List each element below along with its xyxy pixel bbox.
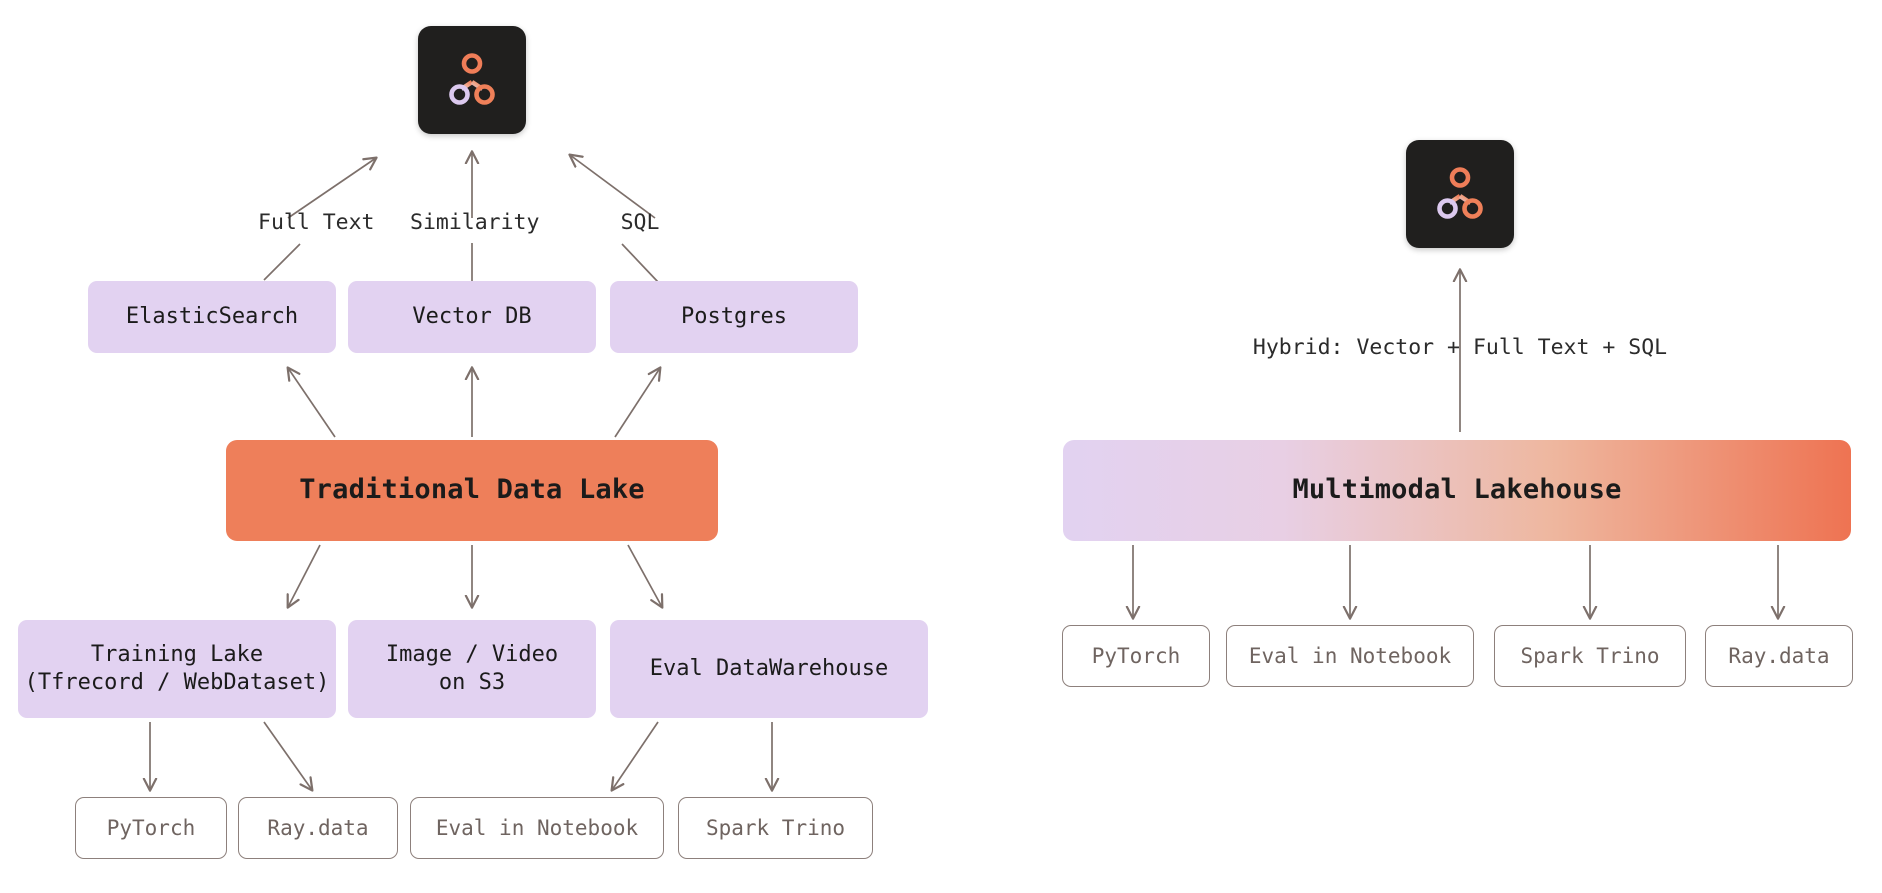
edge-label-hybrid-query: Hybrid: Vector + Full Text + SQL [1252,335,1668,360]
edge-traininglake-to-raydata [263,721,312,790]
node-left-eval-in-notebook[interactable]: Eval in Notebook [410,797,664,859]
edge-datalake-to-elasticsearch [288,368,336,438]
edge-label-sql: SQL [620,210,660,235]
lancedb-logo-right [1406,140,1514,248]
edge-label-similarity: Similarity [410,210,540,235]
node-postgres[interactable]: Postgres [610,281,858,353]
three-node-graph-icon [1437,167,1483,219]
edge-postgres-to-sql [621,243,659,283]
edge-datalake-to-postgres [614,368,660,438]
node-vector-db[interactable]: Vector DB [348,281,596,353]
node-training-lake[interactable]: Training Lake (Tfrecord / WebDataset) [18,620,336,718]
node-multimodal-lakehouse[interactable]: Multimodal Lakehouse [1063,440,1851,541]
node-traditional-data-lake[interactable]: Traditional Data Lake [226,440,718,541]
edge-fulltext-to-logo [287,158,376,219]
node-image-video-s3[interactable]: Image / Video on S3 [348,620,596,718]
node-elasticsearch[interactable]: ElasticSearch [88,281,336,353]
node-right-pytorch[interactable]: PyTorch [1062,625,1210,687]
edge-sql-to-logo [570,155,656,219]
node-left-spark-trino[interactable]: Spark Trino [678,797,873,859]
node-right-eval-in-notebook[interactable]: Eval in Notebook [1226,625,1474,687]
node-right-spark-trino[interactable]: Spark Trino [1494,625,1686,687]
edge-elasticsearch-to-fulltext [263,243,301,281]
node-right-ray-data[interactable]: Ray.data [1705,625,1853,687]
lancedb-logo-left [418,26,526,134]
edge-datalake-to-traininglake [288,544,321,607]
three-node-graph-icon [449,53,495,105]
edge-evaldw-to-evalnotebook [612,721,659,790]
edge-label-full-text: Full Text [258,210,375,235]
edge-datalake-to-evaldw [627,544,662,607]
node-left-ray-data[interactable]: Ray.data [238,797,398,859]
node-left-pytorch[interactable]: PyTorch [75,797,227,859]
node-eval-datawarehouse[interactable]: Eval DataWarehouse [610,620,928,718]
